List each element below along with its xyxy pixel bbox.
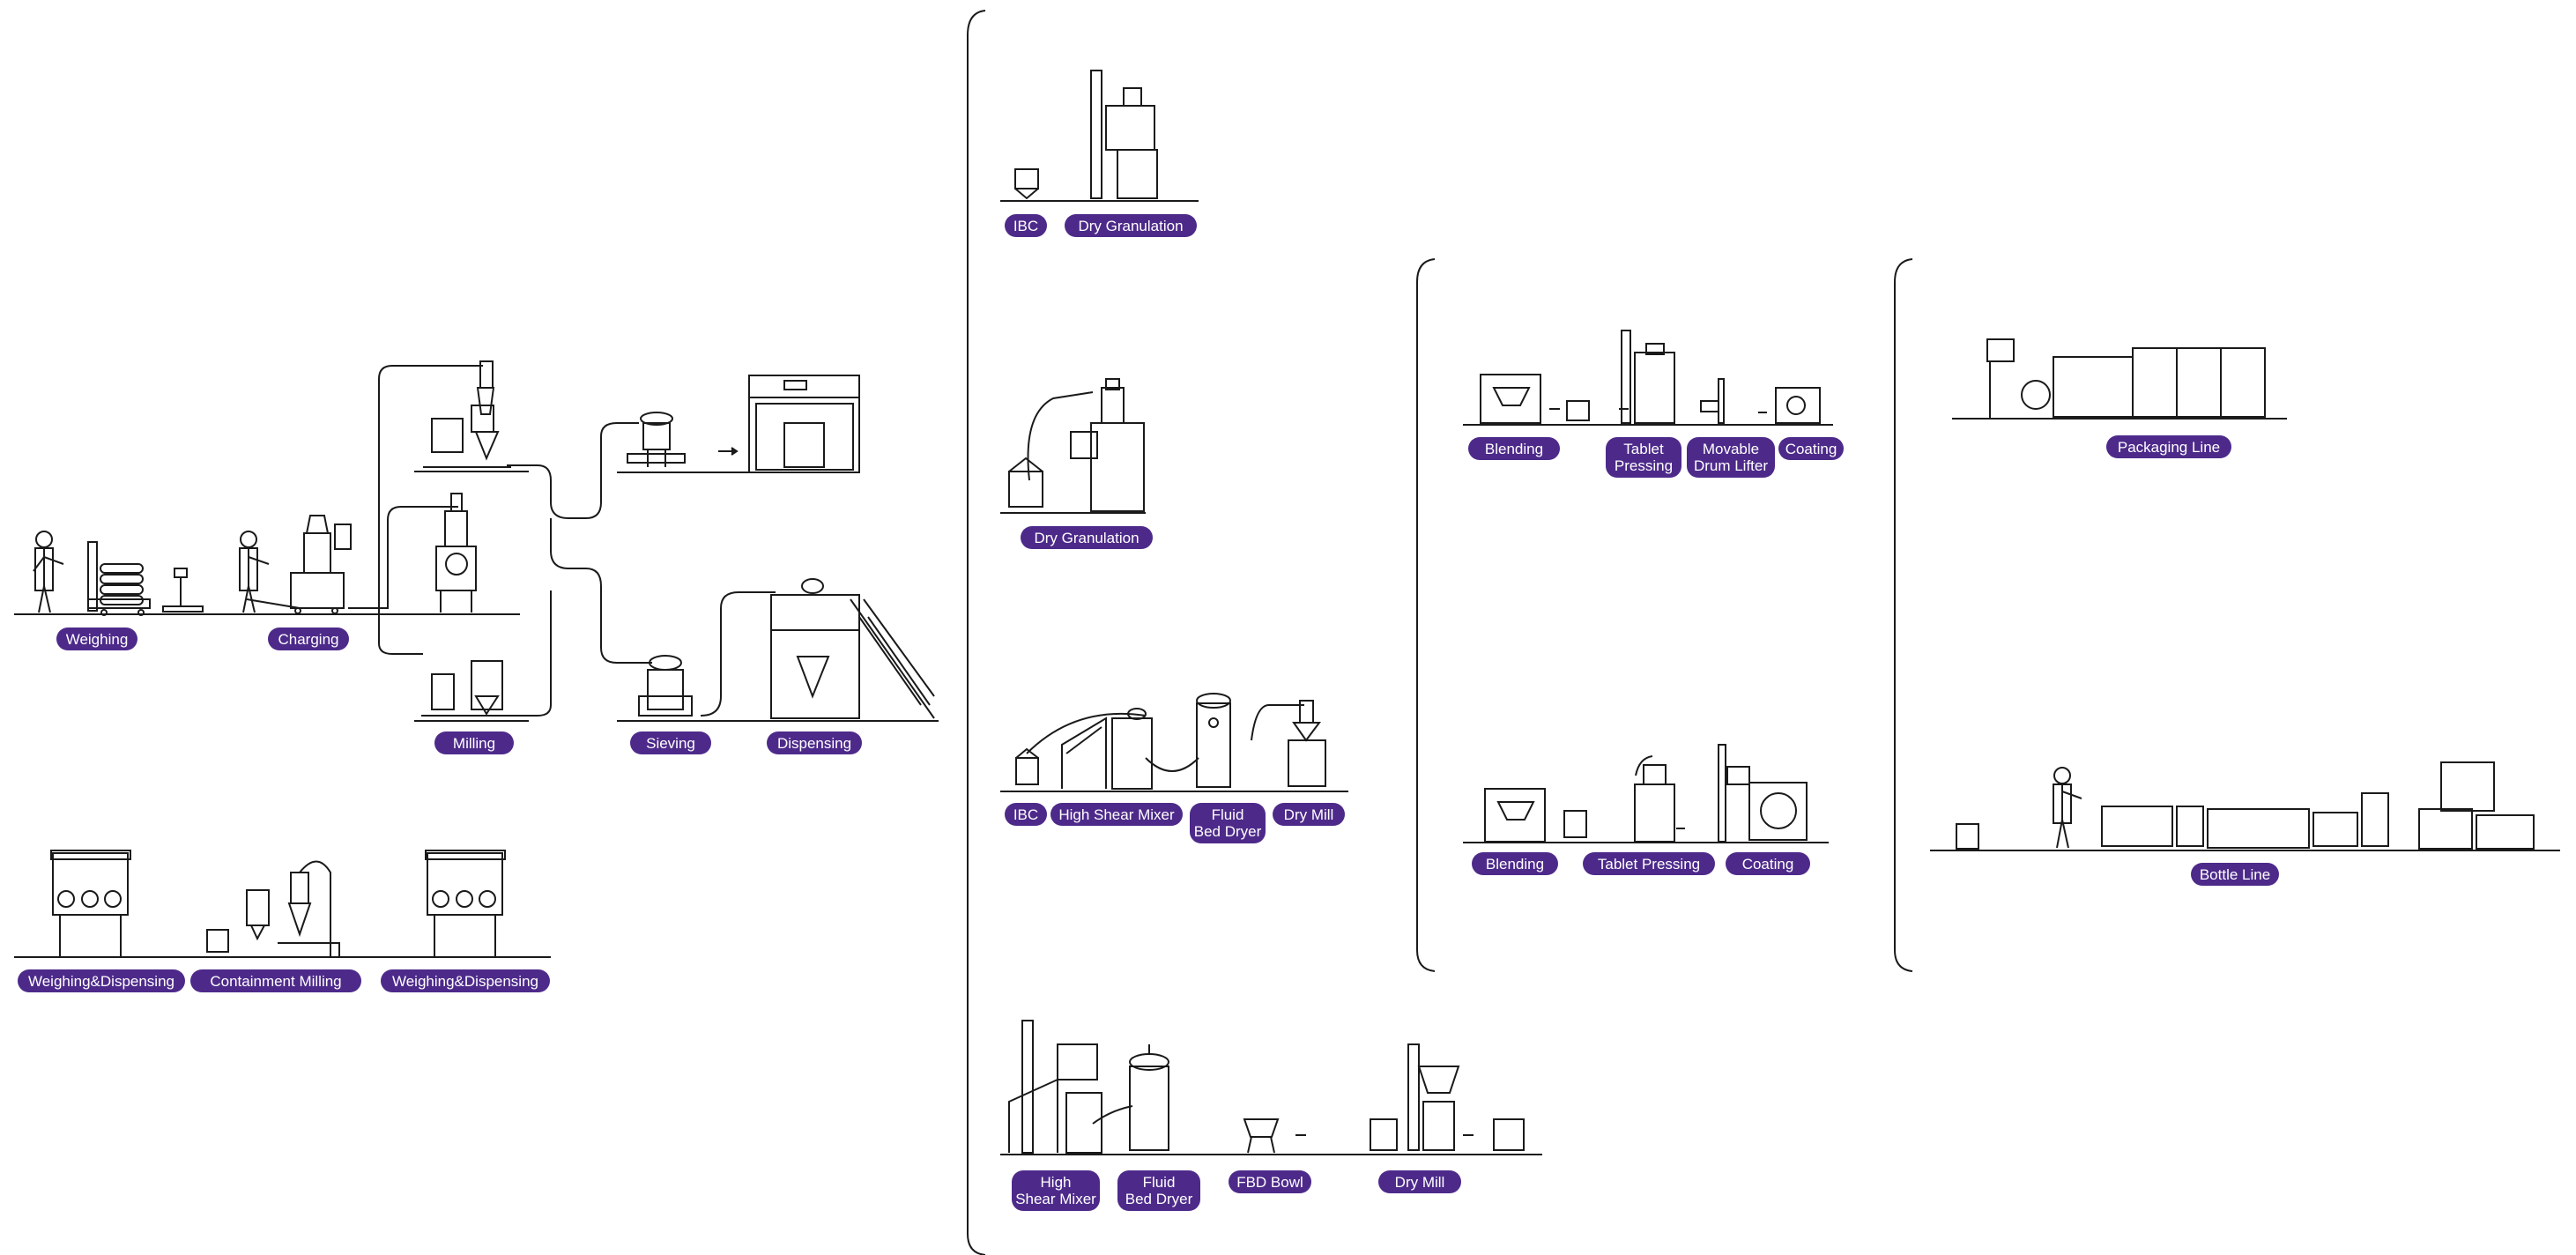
operator-figure-2 xyxy=(239,531,270,613)
label-fluid-bed-dryer-1: Fluid Bed Dryer xyxy=(1190,803,1266,843)
fluid-bed-dryer-1 xyxy=(1196,693,1231,788)
roller-compactor-2 xyxy=(1070,378,1145,512)
sieve-unit-top xyxy=(627,412,686,467)
label-blending-1: Blending xyxy=(1468,437,1560,460)
bracket-tableting xyxy=(1416,258,1436,972)
label-containment-milling: Containment Milling xyxy=(190,969,361,992)
coater-top xyxy=(1775,387,1821,424)
ibc-3 xyxy=(1015,747,1039,785)
pipe-mills-to-sieving xyxy=(507,422,639,519)
label-weighing-dispensing-2: Weighing&Dispensing xyxy=(381,969,550,992)
label-sieving: Sieving xyxy=(630,731,711,754)
label-dry-mill-1: Dry Mill xyxy=(1273,803,1345,826)
label-charging: Charging xyxy=(268,628,349,650)
high-shear-mixer-2 xyxy=(1008,1020,1102,1154)
blender-top xyxy=(1480,374,1541,424)
packaging-line-machine xyxy=(1986,338,2266,419)
dispensing-platform xyxy=(770,578,935,719)
label-coating-1: Coating xyxy=(1778,437,1844,460)
blender-bottom xyxy=(1484,788,1546,843)
roller-compactor-1 xyxy=(1090,70,1158,199)
label-bottle-line: Bottle Line xyxy=(2191,863,2279,886)
label-tablet-pressing-1: Tablet Pressing xyxy=(1606,437,1681,478)
fluid-bed-dryer-2 xyxy=(1129,1044,1169,1151)
bag-trolley xyxy=(87,541,151,616)
label-fluid-bed-dryer-2: Fluid Bed Dryer xyxy=(1117,1170,1200,1211)
bracket-packaging xyxy=(1894,258,1913,972)
label-dispensing: Dispensing xyxy=(767,731,862,754)
high-shear-mixer-1 xyxy=(1061,708,1153,790)
isolator-left xyxy=(50,850,131,956)
label-blending-2: Blending xyxy=(1472,852,1558,875)
tablet-press-bottom xyxy=(1563,764,1675,843)
operator-figure-1 xyxy=(33,531,64,613)
pipe-charging-to-mills xyxy=(348,365,483,609)
fbd-bowl xyxy=(1243,1118,1280,1154)
isolator-right xyxy=(425,850,506,956)
dispensing-booth xyxy=(748,375,860,473)
label-weighing-dispensing-1: Weighing&Dispensing xyxy=(18,969,185,992)
label-weighing: Weighing xyxy=(56,628,137,650)
label-tablet-pressing-2: Tablet Pressing xyxy=(1583,852,1715,875)
label-milling: Milling xyxy=(434,731,514,754)
label-high-shear-mixer-1: High Shear Mixer xyxy=(1050,803,1183,826)
dry-mill-2 xyxy=(1370,1043,1525,1151)
dry-mill-1 xyxy=(1288,700,1326,787)
floor-scale xyxy=(162,568,204,613)
bottle-line-machine xyxy=(1956,761,2535,850)
ibc-small-1 xyxy=(1014,168,1039,200)
label-dry-mill-2: Dry Mill xyxy=(1378,1170,1461,1193)
ibc-with-vacuum-2 xyxy=(1008,457,1043,508)
label-packaging-line: Packaging Line xyxy=(2106,435,2231,458)
label-dry-granulation-1: Dry Granulation xyxy=(1065,214,1197,237)
coater-bottom xyxy=(1718,744,1808,843)
label-ibc-2: IBC xyxy=(1005,803,1047,826)
sieve-unit-bottom xyxy=(638,655,693,717)
containment-mill xyxy=(206,860,340,956)
comil-unit xyxy=(435,493,477,613)
tablet-press-top xyxy=(1566,330,1675,424)
operator-figure-3 xyxy=(2053,767,2082,849)
cone-mill-unit xyxy=(421,660,520,717)
vacuum-conveyor-mill xyxy=(423,360,511,468)
charging-station xyxy=(246,515,352,614)
bracket-granulation xyxy=(967,10,986,1255)
label-movable-drum-lifter: Movable Drum Lifter xyxy=(1687,437,1775,478)
label-fbd-bowl: FBD Bowl xyxy=(1229,1170,1311,1193)
label-dry-granulation-2: Dry Granulation xyxy=(1021,526,1153,549)
drum-lifter xyxy=(1700,378,1725,424)
label-ibc-1: IBC xyxy=(1005,214,1047,237)
label-high-shear-mixer-2: High Shear Mixer xyxy=(1012,1170,1100,1211)
label-coating-2: Coating xyxy=(1726,852,1810,875)
